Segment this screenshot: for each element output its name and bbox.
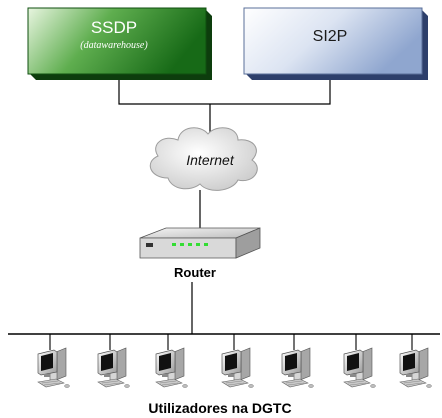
ssdp-uplink <box>118 80 331 105</box>
ssdp-title: SSDP <box>90 18 138 37</box>
router-device <box>139 227 261 259</box>
internet-label: Internet <box>186 152 234 168</box>
workstation-computer-icon <box>221 347 254 388</box>
workstation-computer-icon <box>281 347 314 388</box>
internet-cloud <box>149 127 258 191</box>
workstation-computer-icon <box>343 347 376 388</box>
workstation-computer-icon <box>399 347 432 388</box>
ssdp-server-box <box>27 7 212 80</box>
users-caption: Utilizadores na DGTC <box>148 400 292 416</box>
workstation-computer-icon <box>155 347 188 388</box>
si2p-title: SI2P <box>312 28 348 45</box>
si2p-server-box <box>243 7 428 80</box>
workstation-drops <box>49 334 413 350</box>
router-status-leds <box>172 243 208 246</box>
workstations <box>37 347 432 388</box>
router-label: Router <box>174 265 216 280</box>
ssdp-subtitle: (datawarehouse) <box>80 40 148 51</box>
workstation-computer-icon <box>97 347 130 388</box>
workstation-computer-icon <box>37 347 70 388</box>
connection-lines <box>8 80 440 335</box>
